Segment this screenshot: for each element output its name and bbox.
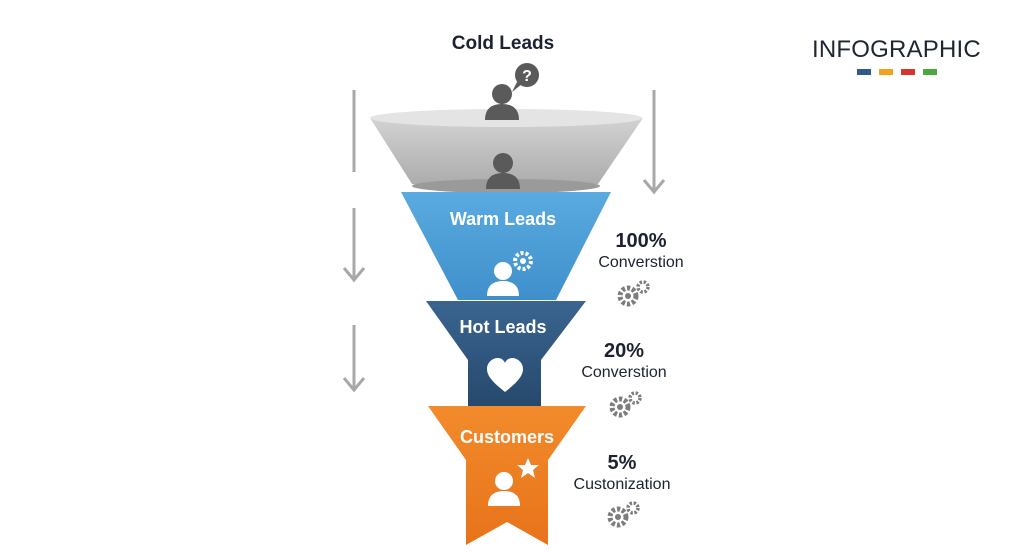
brand-color-dots	[857, 69, 945, 75]
stage-hot-leads	[426, 301, 586, 409]
heart-icon	[487, 358, 523, 392]
stat-label: Converstion	[598, 254, 684, 271]
stat-hot: 20% Converstion	[566, 339, 682, 383]
stage-label-hot-leads: Hot Leads	[459, 317, 546, 337]
stat-value: 100%	[615, 230, 667, 252]
brand-title: INFOGRAPHIC	[812, 36, 981, 63]
stage-warm-leads	[401, 192, 611, 300]
down-arrow-icon	[642, 90, 666, 195]
svg-text:?: ?	[522, 68, 532, 85]
gears-icon	[609, 391, 642, 418]
flow-arrows	[342, 90, 666, 393]
brand-dot-yellow	[879, 69, 893, 75]
person-star-icon	[488, 458, 539, 506]
stat-value: 5%	[607, 452, 637, 474]
stat-label: Custonization	[573, 476, 671, 493]
person-gear-icon	[487, 251, 533, 296]
brand-dot-red	[901, 69, 915, 75]
down-arrow-icon	[342, 208, 366, 283]
stage-customers	[428, 406, 586, 545]
brand-dot-green	[923, 69, 937, 75]
stat-value: 20%	[603, 340, 645, 362]
gears-icon	[607, 501, 640, 528]
stage-label-cold-leads: Cold Leads	[452, 33, 554, 54]
brand-dot-blue	[857, 69, 871, 75]
person-icon	[486, 153, 520, 189]
funnel-bowl-cold	[370, 112, 643, 190]
funnel-section-warm	[401, 192, 611, 300]
stage-cold-leads: ?	[370, 63, 643, 193]
stage-label-customers: Customers	[460, 427, 554, 447]
down-arrow-icon	[342, 325, 366, 393]
stat-label: Converstion	[581, 364, 667, 381]
person-question-icon: ?	[485, 63, 539, 120]
stage-label-warm-leads: Warm Leads	[450, 209, 556, 229]
gears-icon	[617, 280, 650, 307]
funnel-section-hot	[426, 301, 586, 409]
stat-warm: 100% Converstion	[586, 229, 696, 273]
stat-customers: 5% Custonization	[562, 451, 682, 495]
